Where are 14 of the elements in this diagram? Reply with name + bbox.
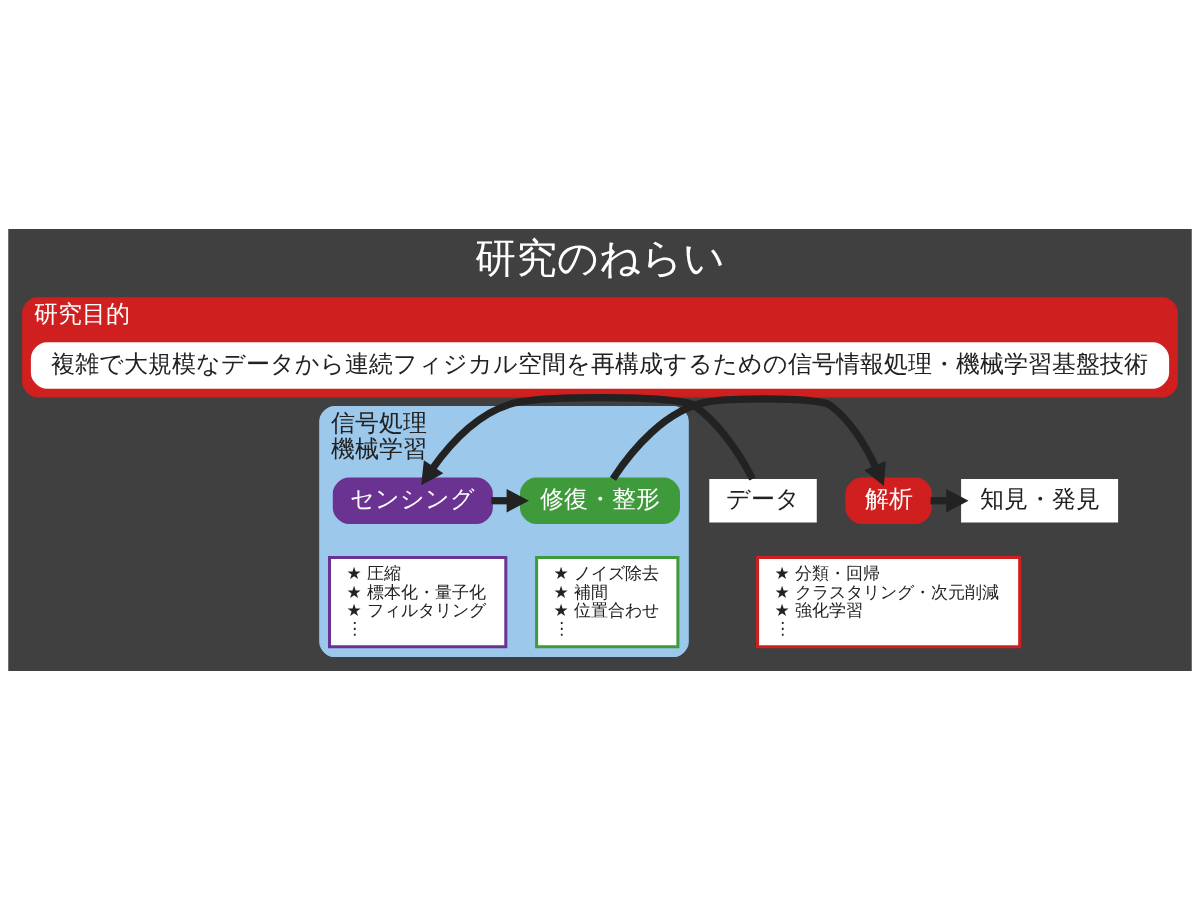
arrow [421, 394, 756, 486]
node-box: 複雑で大規模なデータから連続フィジカル空間を再構成するための信号情報処理・機械学習基盤技術 [30, 342, 1170, 389]
node-box: ★ 圧縮 ★ 標本化・量子化 ★ フィルタリング ⋮ [328, 555, 508, 649]
node-box: ★ 分類・回帰 ★ クラスタリング・次元削減 ★ 強化学習 ⋮ [756, 555, 1022, 649]
node-box: 解析 [845, 477, 932, 524]
node-box: 修復・整形 [520, 477, 680, 524]
arrow [609, 395, 886, 487]
arrow [491, 489, 529, 513]
node-box: 知見・発見 [961, 479, 1119, 523]
node-box: ★ ノイズ除去 ★ 補間 ★ 位置合わせ ⋮ [535, 555, 680, 649]
node-box: データ [709, 479, 817, 523]
arrow [930, 489, 969, 513]
diagram-title: 研究のねらい [475, 233, 725, 282]
node-box: センシング [332, 477, 493, 524]
